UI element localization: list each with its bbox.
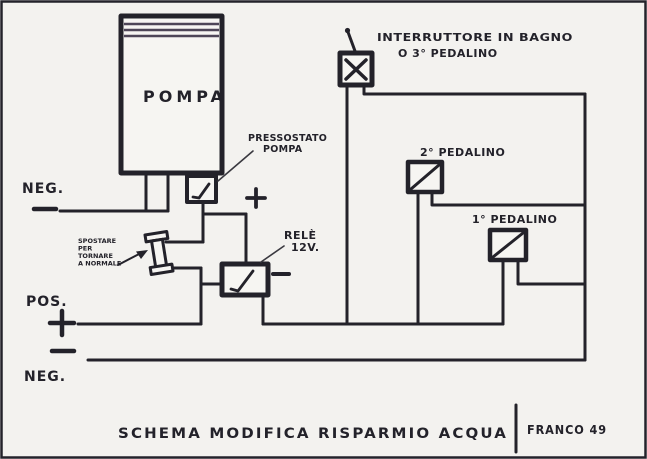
jumper-note-line1: SPOSTARE [78,237,116,245]
neg-top-label: NEG. [22,181,64,197]
main-switch-symbol: INTERRUTTORE IN BAGNO O 3° PEDALINO [337,27,573,88]
caption-author: FRANCO 49 [527,422,607,437]
pos-label: POS. [26,294,68,310]
terminal-labels: NEG. POS. NEG. [22,181,291,385]
pedal1-label: 1° PEDALINO [472,213,557,226]
pump-symbol: POMPA [118,13,227,176]
neg-bottom-label: NEG. [24,369,66,385]
jumper-note-arrow [117,252,142,266]
relay-box [219,261,271,298]
plus-symbol-relay [245,187,267,209]
pedal2-label: 2° PEDALINO [420,146,505,159]
jumper-note-line2: PER [78,245,92,253]
plus-symbol-pos [47,308,77,338]
main-switch-label-1: INTERRUTTORE IN BAGNO [377,31,573,44]
jumper-note-arrowhead [136,250,148,259]
pressure-switch-callout [217,150,254,182]
relay-label-1: RELÈ [284,229,317,242]
wire-pedal2-right [430,190,587,207]
pump-hatching [124,22,219,38]
pressure-switch-contact-icon [191,182,211,200]
pedal2-switch-symbol: 2° PEDALINO [405,146,505,195]
pressure-switch-label-1: PRESSOSTATO [248,133,327,144]
wire-main-switch-right [362,83,587,96]
jumper-connector-symbol [143,230,175,276]
wiring [58,83,587,362]
relay-label-2: 12V. [291,241,320,254]
caption: SCHEMA MODIFICA RISPARMIO ACQUA FRANCO 4… [118,403,607,454]
jumper-note: SPOSTARE PER TORNARE A NORMALE [78,237,148,268]
main-switch-lever-tip [344,27,351,34]
pedal1-switch-symbol: 1° PEDALINO [472,213,557,263]
relay-contact-icon [229,269,255,293]
jumper-note-line3: TORNARE [78,252,113,260]
caption-title: SCHEMA MODIFICA RISPARMIO ACQUA [118,426,508,442]
relay-symbol: RELÈ 12V. [219,229,320,298]
pedal1-diagonal-icon [491,231,525,259]
main-switch-label-2: O 3° PEDALINO [398,47,498,60]
pressure-switch-label-2: POMPA [263,144,303,155]
relay-callout [260,245,285,263]
pressure-switch-symbol: PRESSOSTATO POMPA [185,133,327,204]
pump-label: POMPA [143,87,227,106]
main-switch-x-icon [344,58,368,81]
pump-body [118,13,225,176]
main-switch-lever-icon [346,30,357,53]
pressure-switch-box [185,174,218,204]
pedal2-diagonal-icon [409,163,441,191]
wire-pedal1-right [516,258,587,286]
jumper-note-line4: A NORMALE [78,260,121,268]
